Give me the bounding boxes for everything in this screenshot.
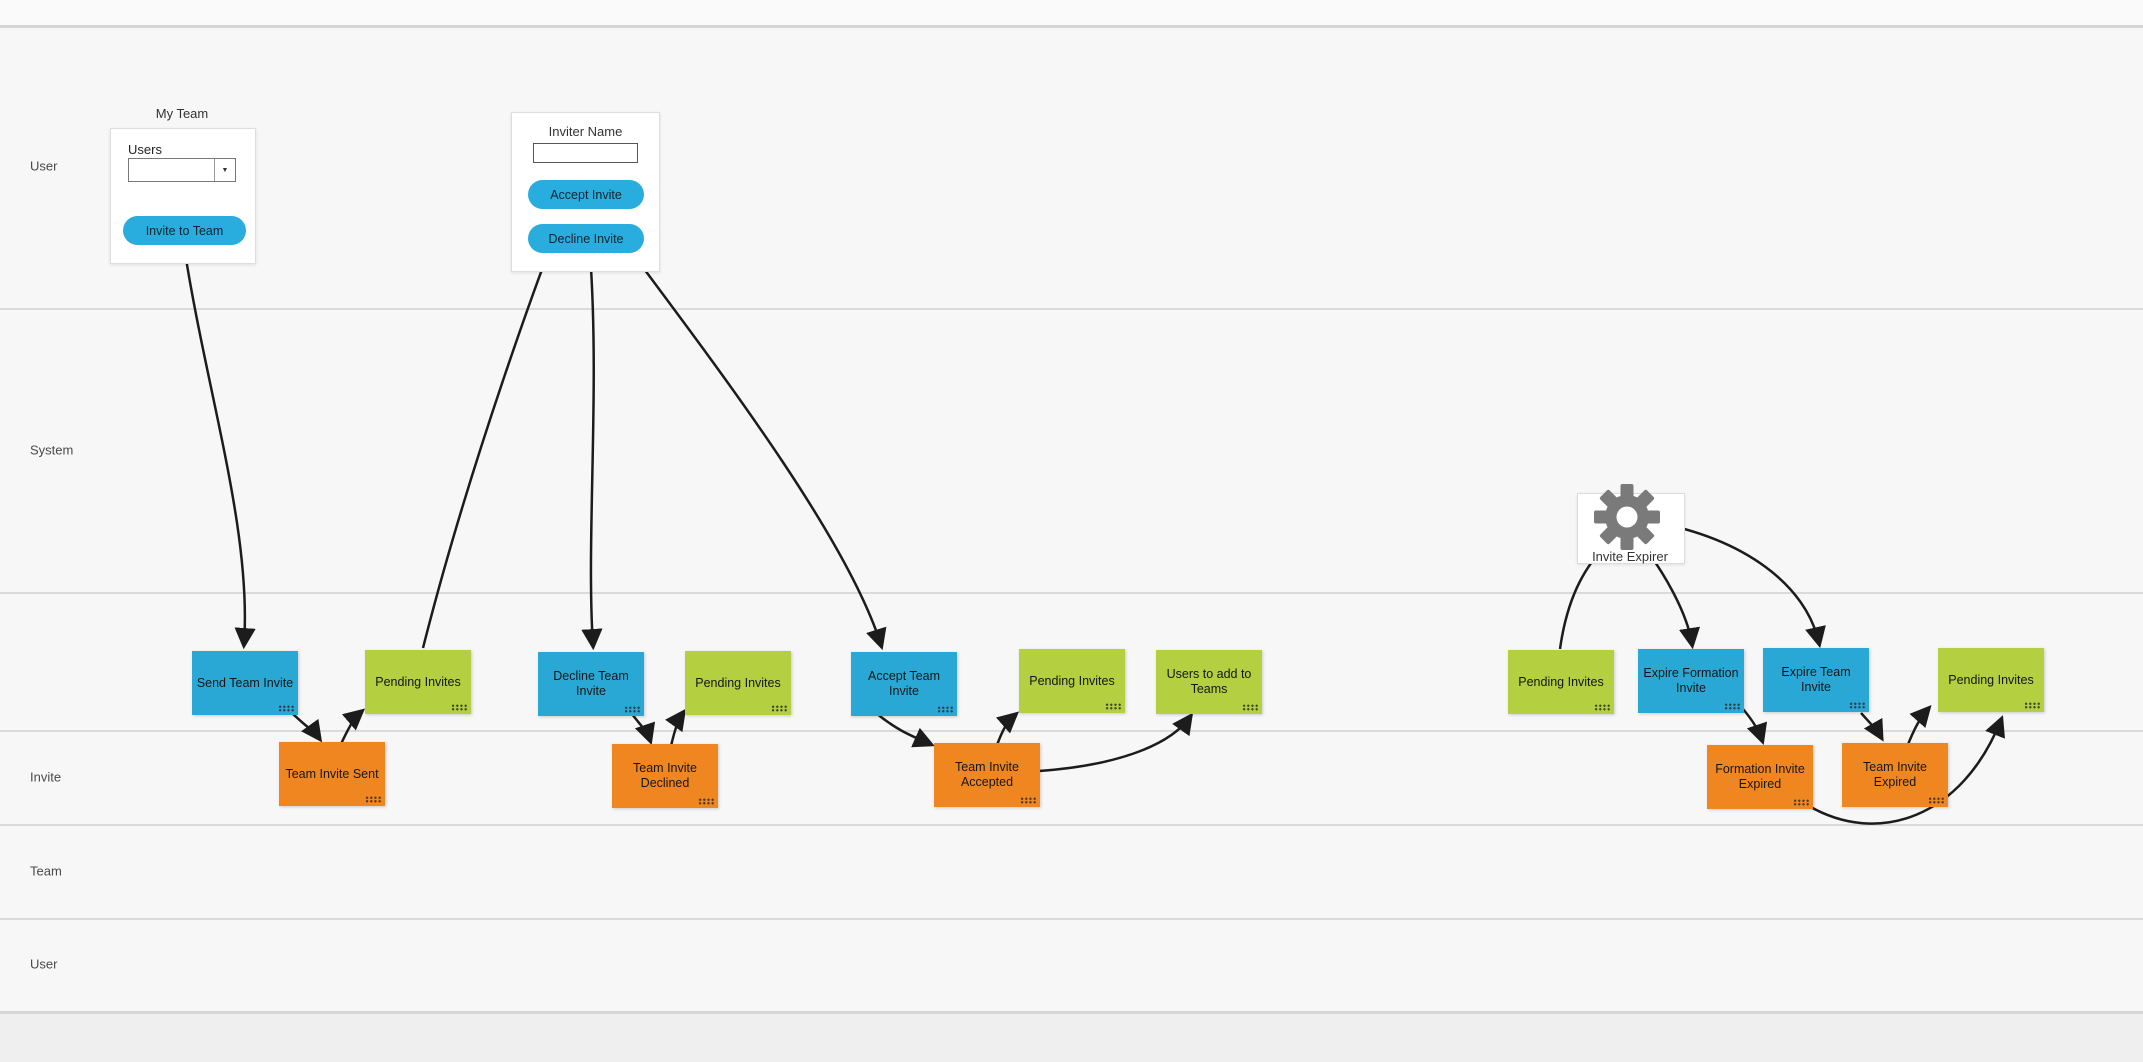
drag-handle-icon[interactable] xyxy=(1793,799,1809,806)
users-field-label: Users xyxy=(128,142,162,157)
drag-handle-icon[interactable] xyxy=(1020,797,1036,804)
node-pending-invites-5[interactable]: Pending Invites xyxy=(1938,648,2044,712)
node-expire-formation-invite[interactable]: Expire Formation Invite xyxy=(1638,649,1744,713)
node-label: Expire Formation Invite xyxy=(1643,666,1739,695)
node-label: Accept Team Invite xyxy=(867,669,941,698)
node-team-invite-accepted[interactable]: Team Invite Accepted xyxy=(934,743,1040,807)
node-users-to-add-to-teams[interactable]: Users to add to Teams xyxy=(1156,650,1262,714)
node-label: Expire Team Invite xyxy=(1781,665,1851,694)
drag-handle-icon[interactable] xyxy=(1724,703,1740,710)
invite-expirer-label: Invite Expirer xyxy=(1592,549,1668,564)
lane-label-team: Team xyxy=(30,863,62,879)
node-pending-invites-4[interactable]: Pending Invites xyxy=(1508,650,1614,714)
drag-handle-icon[interactable] xyxy=(937,706,953,713)
node-decline-team-invite[interactable]: Decline Team Invite xyxy=(538,652,644,716)
invite-to-team-button[interactable]: Invite to Team xyxy=(123,216,246,245)
decline-invite-button[interactable]: Decline Invite xyxy=(528,224,644,253)
drag-handle-icon[interactable] xyxy=(1105,703,1121,710)
drag-handle-icon[interactable] xyxy=(2024,702,2040,709)
node-expire-team-invite[interactable]: Expire Team Invite xyxy=(1763,648,1869,712)
node-pending-invites-2[interactable]: Pending Invites xyxy=(685,651,791,715)
node-label: Users to add to Teams xyxy=(1166,667,1252,696)
drag-handle-icon[interactable] xyxy=(698,798,714,805)
chevron-down-icon[interactable]: ▼ xyxy=(214,159,235,181)
drag-handle-icon[interactable] xyxy=(1849,702,1865,709)
drag-handle-icon[interactable] xyxy=(365,796,381,803)
node-label: Pending Invites xyxy=(695,675,781,690)
drag-handle-icon[interactable] xyxy=(1594,704,1610,711)
lane-divider xyxy=(0,25,2143,28)
node-label: Team Invite Sent xyxy=(285,766,379,781)
drag-handle-icon[interactable] xyxy=(624,706,640,713)
node-label: Send Team Invite xyxy=(196,675,294,690)
inviter-form-title: Inviter Name xyxy=(548,124,623,139)
lane-label-user-top: User xyxy=(30,158,58,174)
arrow-team-expired-to-pending5 xyxy=(1905,705,1932,748)
arrow-accepted-to-users-to-add xyxy=(1038,712,1194,773)
lane-divider xyxy=(0,1011,2143,1014)
node-team-invite-sent[interactable]: Team Invite Sent xyxy=(279,742,385,806)
lane-label-invite: Invite xyxy=(30,769,62,785)
node-label: Pending Invites xyxy=(1948,672,2034,687)
node-team-invite-declined[interactable]: Team Invite Declined xyxy=(612,744,718,808)
arrow-expire-team-to-expired xyxy=(1860,712,1884,742)
drag-handle-icon[interactable] xyxy=(1928,797,1944,804)
drag-handle-icon[interactable] xyxy=(451,704,467,711)
node-label: Pending Invites xyxy=(1518,674,1604,689)
drag-handle-icon[interactable] xyxy=(278,705,294,712)
arrow-decline-to-declined xyxy=(631,713,656,746)
lane-label-system: System xyxy=(30,442,74,458)
lane-divider xyxy=(0,730,2143,732)
lane-label-user-bottom: User xyxy=(30,956,58,972)
node-label: Team Invite Accepted xyxy=(955,760,1019,789)
arrow-decline-btn-to-decline-node xyxy=(581,252,603,651)
canvas-top-margin xyxy=(0,0,2143,25)
lane-divider xyxy=(0,592,2143,594)
arrow-expire-formation-to-expired xyxy=(1742,708,1768,746)
node-label: Decline Team Invite xyxy=(553,669,629,698)
my-team-form: Users ▼ Invite to Team xyxy=(110,128,256,264)
node-formation-invite-expired[interactable]: Formation Invite Expired xyxy=(1707,745,1813,809)
node-label: Team Invite Declined xyxy=(633,761,697,790)
node-team-invite-expired[interactable]: Team Invite Expired xyxy=(1842,743,1948,807)
node-label: Pending Invites xyxy=(375,674,461,689)
inviter-name-input[interactable] xyxy=(533,143,638,163)
node-pending-invites-1[interactable]: Pending Invites xyxy=(365,650,471,714)
arrow-accept-to-accepted xyxy=(875,712,935,748)
users-select[interactable]: ▼ xyxy=(128,158,236,182)
users-select-value xyxy=(129,159,214,181)
accept-invite-button[interactable]: Accept Invite xyxy=(528,180,644,209)
lane-divider xyxy=(0,308,2143,310)
arrow-send-to-sent xyxy=(290,711,323,743)
inviter-form: Inviter Name Accept Invite Decline Invit… xyxy=(511,112,660,272)
arrow-invite-to-team-to-send xyxy=(182,245,256,650)
lane-divider xyxy=(0,824,2143,826)
my-team-form-title: My Team xyxy=(155,106,209,121)
arrow-accept-btn-to-accept-node xyxy=(599,210,887,651)
node-pending-invites-3[interactable]: Pending Invites xyxy=(1019,649,1125,713)
gear-icon[interactable] xyxy=(1592,482,1662,552)
node-label: Pending Invites xyxy=(1029,673,1115,688)
node-accept-team-invite[interactable]: Accept Team Invite xyxy=(851,652,957,716)
node-label: Team Invite Expired xyxy=(1863,760,1927,789)
canvas-bottom-margin xyxy=(0,1014,2143,1062)
drag-handle-icon[interactable] xyxy=(771,705,787,712)
node-send-team-invite[interactable]: Send Team Invite xyxy=(192,651,298,715)
node-label: Formation Invite Expired xyxy=(1715,762,1805,791)
arrow-sent-to-pending1 xyxy=(339,708,366,745)
drag-handle-icon[interactable] xyxy=(1242,704,1258,711)
lane-divider xyxy=(0,918,2143,920)
